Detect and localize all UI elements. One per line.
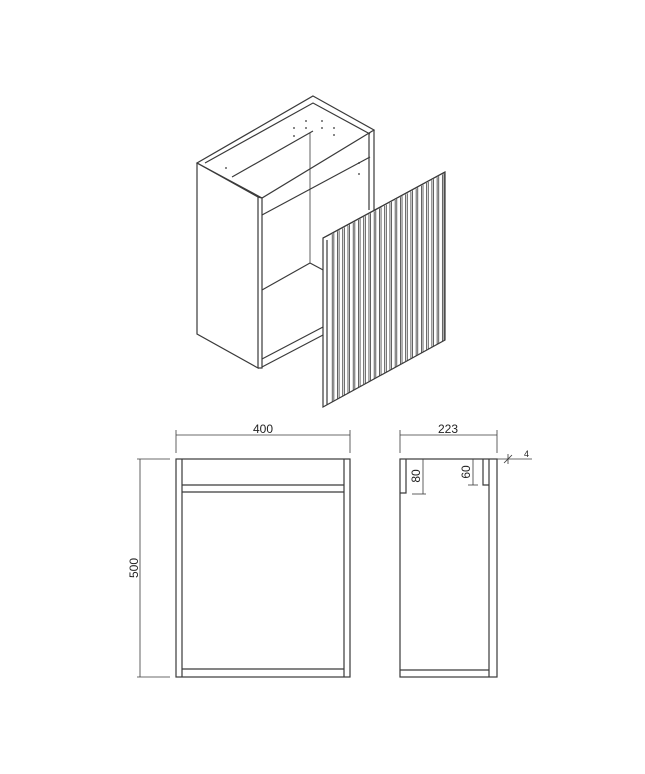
side-view: [399, 458, 498, 678]
front-view: [175, 458, 351, 678]
back-gap-dimension: 4: [497, 449, 532, 464]
isometric-fluted-door: [322, 170, 446, 409]
width-dimension: 400: [175, 422, 351, 453]
depth-label: 223: [438, 422, 458, 436]
height-dimension: 500: [127, 458, 170, 678]
front-rail-dimension: 80: [409, 459, 426, 495]
height-label: 500: [127, 558, 141, 578]
width-label: 400: [253, 422, 273, 436]
front-rail-label: 80: [409, 469, 423, 483]
mounting-holes: [225, 120, 360, 175]
back-rail-label: 60: [459, 465, 473, 479]
back-gap-label: 4: [524, 449, 529, 459]
isometric-cabinet-carcass: [195, 95, 376, 370]
back-rail-dimension: 60: [459, 459, 478, 486]
depth-dimension: 223: [399, 422, 498, 453]
